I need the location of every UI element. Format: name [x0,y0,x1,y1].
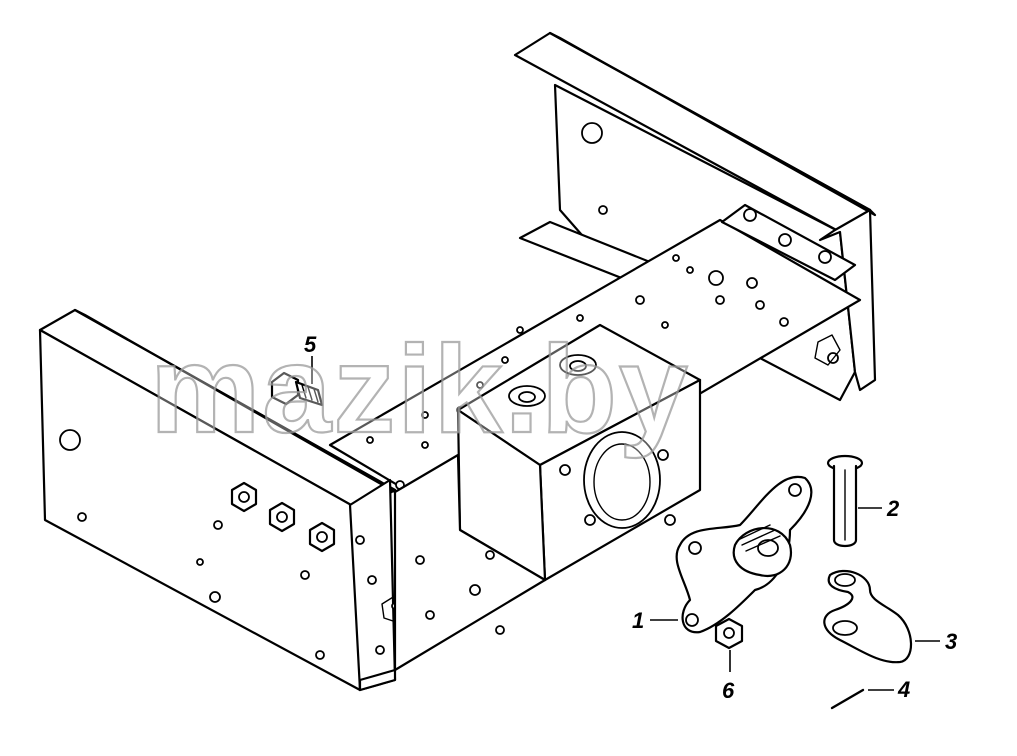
callout-2: 2 [886,496,900,521]
callout-5: 5 [304,332,317,357]
hitch-housing [456,323,702,582]
hitch-flange-part-1 [650,475,813,634]
cross-member-side [393,453,547,672]
callout-1: 1 [632,608,644,633]
callout-6: 6 [722,678,735,703]
bolt-part-5 [270,356,324,407]
cotter-pin-part-4 [830,688,894,710]
callout-3: 3 [945,629,957,654]
shackle-part-3 [823,569,940,664]
front-beam [38,308,411,692]
watermark: mazik.by [150,321,690,459]
pin-part-2 [826,454,882,548]
mounting-nuts [230,481,336,553]
callout-4: 4 [897,677,910,702]
nut-part-6 [714,617,744,672]
